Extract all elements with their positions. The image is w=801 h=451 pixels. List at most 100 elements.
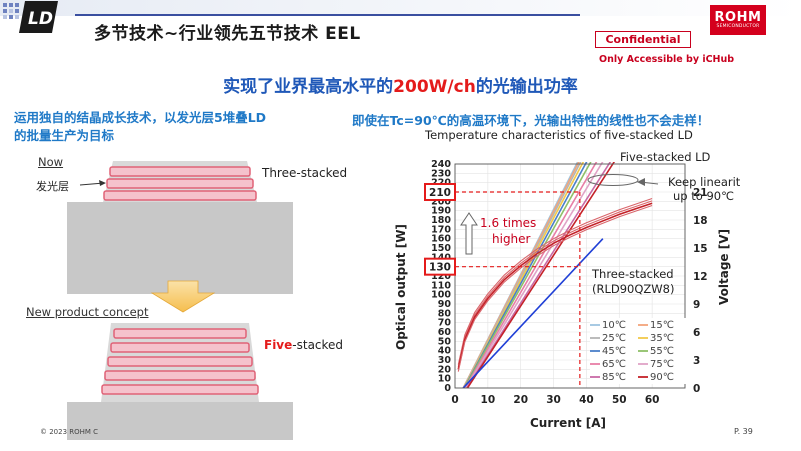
y-tick-label: 70: [438, 318, 452, 329]
optical-line-65℃: [464, 162, 598, 388]
voltage-curve: [457, 198, 653, 365]
x-tick-label: 0: [451, 394, 458, 406]
x-tick-label: 20: [513, 394, 528, 406]
rohm-logo-subtext: SEMICONDUCTOR: [716, 23, 760, 29]
y-tick-label: 120: [431, 271, 451, 282]
y-tick-label: 170: [431, 224, 451, 235]
three-stacked-chart-line1: Three-stacked: [591, 267, 674, 281]
chart-ticks: 0102030405060708090100110120130140150160…: [431, 159, 707, 406]
three-stacked-device: [67, 161, 293, 294]
y-tick-label: 200: [431, 196, 451, 207]
x-tick-label: 10: [481, 394, 496, 406]
legend-label: 55℃: [650, 346, 674, 357]
confidential-badge: Confidential: [595, 31, 691, 48]
y2-tick-label: 0: [693, 383, 700, 395]
ld-logo: LD: [19, 1, 58, 33]
footer-copyright: © 2023 ROHM C: [40, 428, 99, 436]
left-description-line1: 运用独自的结晶成长技术，以发光层5堆叠LD: [14, 110, 267, 125]
five-stacked-label: Five-stacked: [264, 338, 343, 352]
chart-axes: [454, 163, 686, 389]
x-tick-label: 40: [579, 394, 594, 406]
page-number: P. 39: [734, 427, 753, 436]
y-tick-label: 150: [431, 243, 451, 254]
new-concept-label: New product concept: [26, 305, 149, 319]
legend-label: 15℃: [650, 320, 674, 331]
optical-output-chart: 0102030405060708090100110120130140150160…: [394, 150, 740, 430]
ratio-line2: higher: [492, 232, 531, 246]
y2-tick-label: 12: [693, 271, 708, 283]
chart-title: Temperature characteristics of five-stac…: [425, 128, 693, 142]
y-tick-label: 20: [438, 364, 452, 375]
legend-label: 35℃: [650, 333, 674, 344]
rohm-logo-text: ROHM: [714, 9, 762, 25]
access-note: Only Accessible by iCHub: [599, 54, 735, 65]
emit-layer-label: 发光层: [36, 180, 69, 193]
y2-tick-label: 15: [693, 243, 708, 255]
x-tick-label: 30: [546, 394, 561, 406]
stack-illustrations: [67, 161, 293, 440]
headline-prefix: 实现了业界最高水平的: [223, 77, 394, 97]
plot-frame: [454, 163, 686, 389]
y-axis-label: Optical output [W]: [394, 224, 408, 350]
linearity-arrowhead: [637, 178, 645, 186]
y-tick-label: 60: [438, 327, 452, 338]
y-tick-label: 40: [438, 346, 452, 357]
now-label: Now: [38, 155, 64, 169]
linearity-ellipse: [587, 174, 639, 186]
value-marker-box: [424, 257, 456, 276]
rohm-logo: ROHM SEMICONDUCTOR: [710, 5, 766, 35]
optical-line-75℃: [465, 162, 604, 388]
y-tick-label: 110: [431, 280, 451, 291]
optical-line-90℃: [466, 162, 616, 388]
linearity-line1: Keep linearity: [668, 175, 740, 189]
chart-annotations: Five-stacked LD Keep linearity up to 90℃…: [394, 150, 740, 430]
y-tick-label: 160: [431, 234, 451, 245]
five-label-prefix: Five: [264, 338, 293, 352]
y-tick-label: 10: [438, 374, 452, 385]
y-tick-label: 30: [438, 355, 452, 366]
optical-line-35℃: [463, 162, 585, 388]
y2-tick-label: 9: [693, 299, 700, 311]
y2-axis-label: Voltage [V]: [717, 229, 731, 305]
value-marker-text: 130: [429, 262, 451, 274]
down-arrow: [150, 280, 216, 313]
legend-label: 10℃: [602, 320, 626, 331]
optical-line-25℃: [462, 162, 582, 388]
five-label-suffix: -stacked: [292, 338, 344, 352]
y-tick-label: 190: [431, 206, 451, 217]
left-description-line2: 的批量生产为目标: [14, 128, 115, 143]
y2-tick-label: 18: [693, 215, 708, 227]
y-tick-label: 80: [438, 308, 452, 319]
legend-label: 85℃: [602, 372, 626, 383]
right-description: 即使在Tc=90℃的高温环境下，光输出特性的线性也不会走样！: [352, 113, 710, 128]
headline-suffix: 的光输出功率: [475, 77, 578, 97]
ratio-line1: 1.6 times: [480, 216, 536, 230]
optical-line-55℃: [463, 162, 592, 388]
y-tick-label: 180: [431, 215, 451, 226]
legend-label: 65℃: [602, 359, 626, 370]
linearity-line2: up to 90℃: [673, 189, 734, 203]
y-tick-label: 240: [431, 159, 451, 170]
emit-layer-arrowhead: [99, 180, 106, 186]
legend-label: 90℃: [650, 372, 674, 383]
voltage-curve: [457, 205, 653, 372]
value-marker-text: 210: [429, 187, 451, 199]
y2-tick-label: 3: [693, 355, 700, 367]
five-stacked-ld-label: Five-stacked LD: [620, 150, 711, 164]
optical-line-85℃: [466, 162, 612, 388]
optical-line-45℃: [463, 162, 588, 388]
header-decoration: [3, 3, 19, 19]
legend-label: 75℃: [650, 359, 674, 370]
voltage-curve: [457, 202, 653, 370]
legend-label: 45℃: [602, 346, 626, 357]
y-tick-label: 90: [438, 299, 452, 310]
svg-text:LD: LD: [28, 9, 53, 29]
three-stacked-label: Three-stacked: [262, 166, 348, 180]
three-stacked-chart-line2: (RLD90QZW8): [592, 282, 674, 296]
x-tick-label: 60: [645, 394, 660, 406]
y-tick-label: 0: [444, 383, 451, 394]
five-stacked-device: [67, 323, 293, 440]
page-title: 多节技术~行业领先五节技术 EEL: [94, 24, 361, 44]
y-tick-label: 230: [431, 168, 451, 179]
